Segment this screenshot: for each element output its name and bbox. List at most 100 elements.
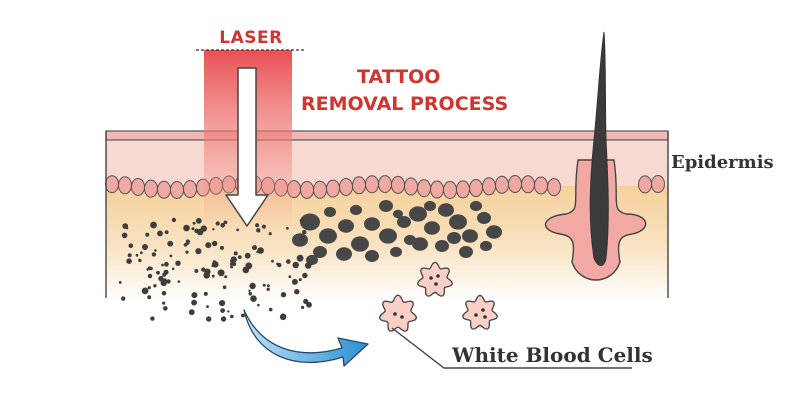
basal-cell: [495, 175, 509, 194]
ink-particle: [486, 225, 502, 239]
ink-fragment: [194, 269, 199, 273]
ink-particle: [424, 200, 436, 212]
basal-cell: [638, 175, 652, 194]
engulfed-ink: [483, 315, 487, 319]
white-blood-cells-label: White Blood Cells: [452, 343, 653, 367]
ink-fragment: [160, 279, 167, 286]
ink-fragment: [128, 243, 134, 248]
ink-fragment: [220, 316, 227, 322]
basal-cell: [131, 177, 145, 196]
ink-fragment: [302, 229, 307, 235]
ink-fragment: [161, 290, 167, 296]
ink-fragment: [203, 291, 208, 296]
ink-fragment: [261, 224, 266, 229]
title-line-2: REMOVAL PROCESS: [301, 93, 509, 115]
ink-fragment: [255, 223, 260, 228]
ink-fragment: [169, 254, 173, 258]
ink-particle: [324, 206, 336, 218]
basal-cell: [105, 175, 119, 194]
ink-particle: [397, 216, 411, 228]
ink-fragment: [271, 259, 274, 263]
ink-fragment: [237, 255, 242, 259]
ink-particle: [404, 234, 416, 246]
ink-fragment: [299, 218, 304, 223]
ink-fragment: [161, 263, 164, 267]
ink-fragment: [195, 248, 202, 255]
ink-fragment: [142, 244, 148, 250]
ink-particle: [365, 250, 379, 262]
ink-fragment: [158, 275, 164, 282]
ink-fragment: [200, 225, 207, 232]
ink-fragment: [220, 223, 225, 228]
ink-particle: [350, 204, 362, 216]
ink-particle: [300, 213, 320, 231]
ink-fragment: [206, 316, 212, 322]
ink-particle: [470, 200, 482, 212]
ink-fragment: [191, 227, 195, 231]
ink-fragment: [227, 310, 230, 313]
engulfed-ink: [400, 315, 404, 319]
basal-cell: [469, 179, 483, 198]
ink-particle: [438, 203, 454, 217]
ink-fragment: [150, 221, 157, 229]
engulfed-ink: [474, 313, 478, 317]
ink-fragment: [156, 270, 160, 275]
ink-fragment: [163, 306, 168, 311]
ink-fragment: [163, 269, 169, 275]
ink-fragment: [121, 232, 128, 239]
basal-cell: [534, 176, 548, 195]
engulfed-ink: [436, 274, 440, 278]
basal-cell: [326, 179, 340, 198]
ink-particle: [480, 240, 492, 252]
ink-particle: [412, 237, 428, 251]
ink-particle: [462, 229, 478, 243]
ink-fragment: [301, 305, 305, 309]
ink-fragment: [211, 261, 217, 267]
basal-cell: [443, 180, 457, 199]
basal-cell: [521, 175, 535, 194]
ink-fragment: [219, 300, 226, 307]
ink-fragment: [298, 278, 302, 282]
ink-fragment: [288, 275, 292, 279]
ink-fragment: [147, 295, 152, 300]
ink-fragment: [230, 314, 234, 319]
basal-cell: [365, 175, 379, 194]
ink-fragments: [118, 217, 312, 322]
ink-fragment: [279, 313, 287, 321]
ink-fragment: [268, 307, 273, 312]
ink-fragment: [220, 245, 224, 250]
basal-cell: [391, 175, 405, 194]
ink-fragment: [252, 245, 257, 251]
laser-label: LASER: [219, 28, 283, 48]
epidermis-label: Epidermis: [671, 152, 774, 173]
ink-fragment: [248, 289, 251, 292]
ink-fragment: [183, 224, 190, 232]
basal-cell: [183, 180, 197, 199]
ink-fragment: [241, 313, 245, 318]
ink-fragment: [175, 260, 181, 266]
ink-fragment: [126, 258, 132, 265]
ink-fragment: [154, 249, 157, 252]
ink-fragment: [236, 228, 240, 232]
ink-particle: [447, 232, 461, 244]
ink-fragment: [215, 221, 220, 226]
ink-fragment: [121, 296, 126, 301]
basal-cell: [300, 180, 314, 199]
engulfed-ink: [393, 312, 397, 316]
curved-arrow-icon: [243, 309, 369, 367]
ink-fragment: [191, 292, 198, 299]
ink-particle: [364, 217, 380, 231]
ink-fragment: [262, 283, 266, 287]
ink-particle: [449, 214, 467, 230]
ink-particle: [379, 200, 393, 212]
ink-particle: [319, 228, 337, 244]
ink-fragment: [167, 240, 174, 247]
ink-fragment: [164, 261, 169, 267]
ink-fragment: [157, 230, 163, 237]
basal-cell: [456, 180, 470, 199]
basal-cell: [404, 177, 418, 196]
ink-fragment: [244, 252, 251, 259]
ink-particle: [424, 221, 440, 235]
ink-fragment: [245, 262, 253, 270]
ink-fragment: [256, 250, 260, 254]
